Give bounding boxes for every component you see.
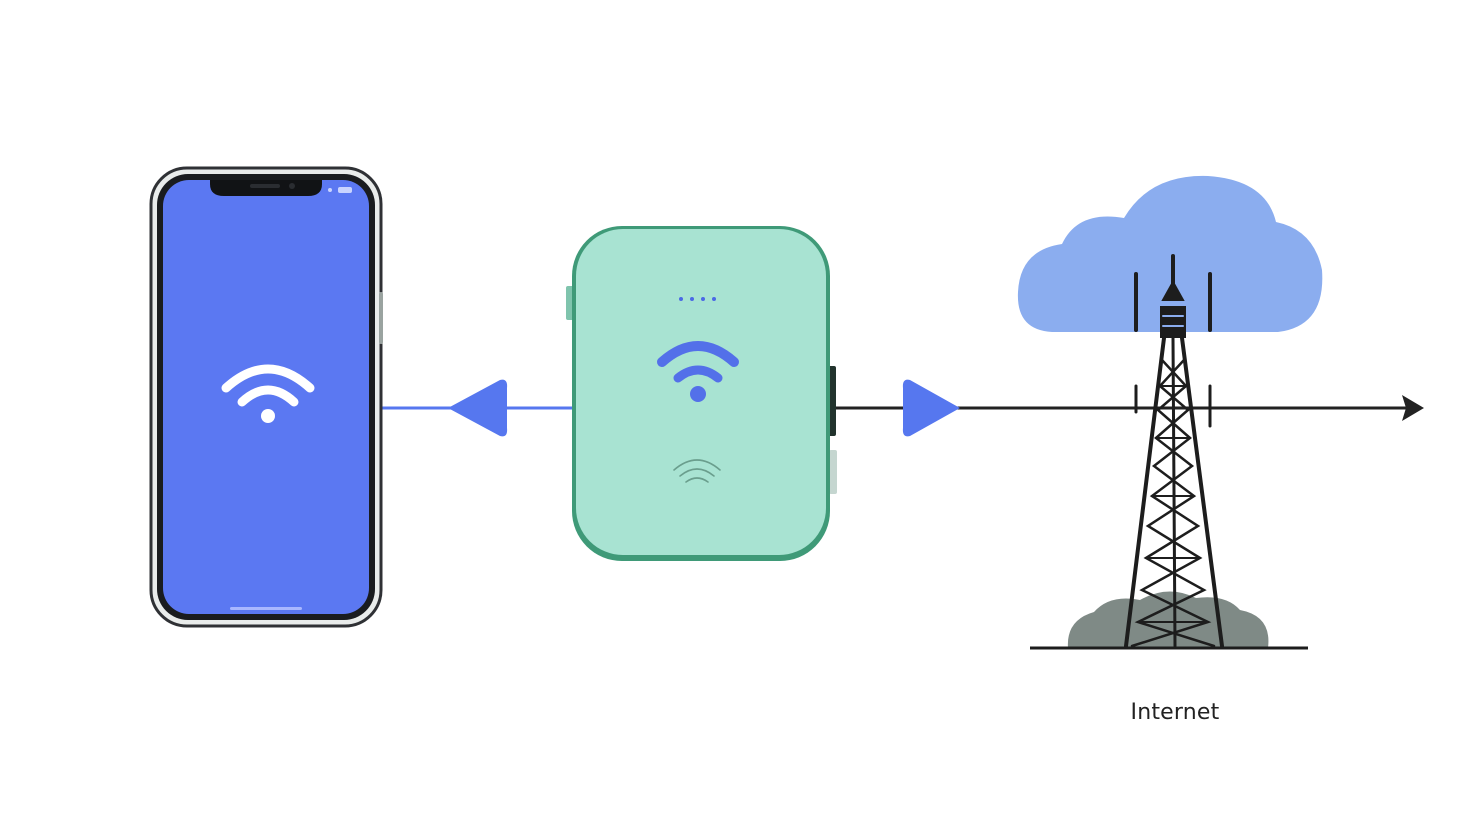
cloud-icon xyxy=(1017,175,1323,332)
indicator-lights xyxy=(679,297,716,301)
ground-smoke xyxy=(1067,591,1269,648)
contactless-icon xyxy=(673,459,721,483)
wifi-icon xyxy=(657,341,739,402)
phone-hotspot-link xyxy=(382,379,572,437)
arrow-head-icon xyxy=(1402,395,1424,421)
phone-screen xyxy=(163,180,369,614)
smartphone xyxy=(149,166,383,628)
cell-tower-icon xyxy=(1124,254,1224,648)
wifi-icon xyxy=(221,364,315,423)
portable-hotspot xyxy=(566,226,837,561)
internet-label: Internet xyxy=(1130,700,1220,725)
hotspot-internet-link xyxy=(832,379,1424,437)
left-arrow-icon xyxy=(448,379,508,437)
right-arrow-icon xyxy=(902,379,960,437)
